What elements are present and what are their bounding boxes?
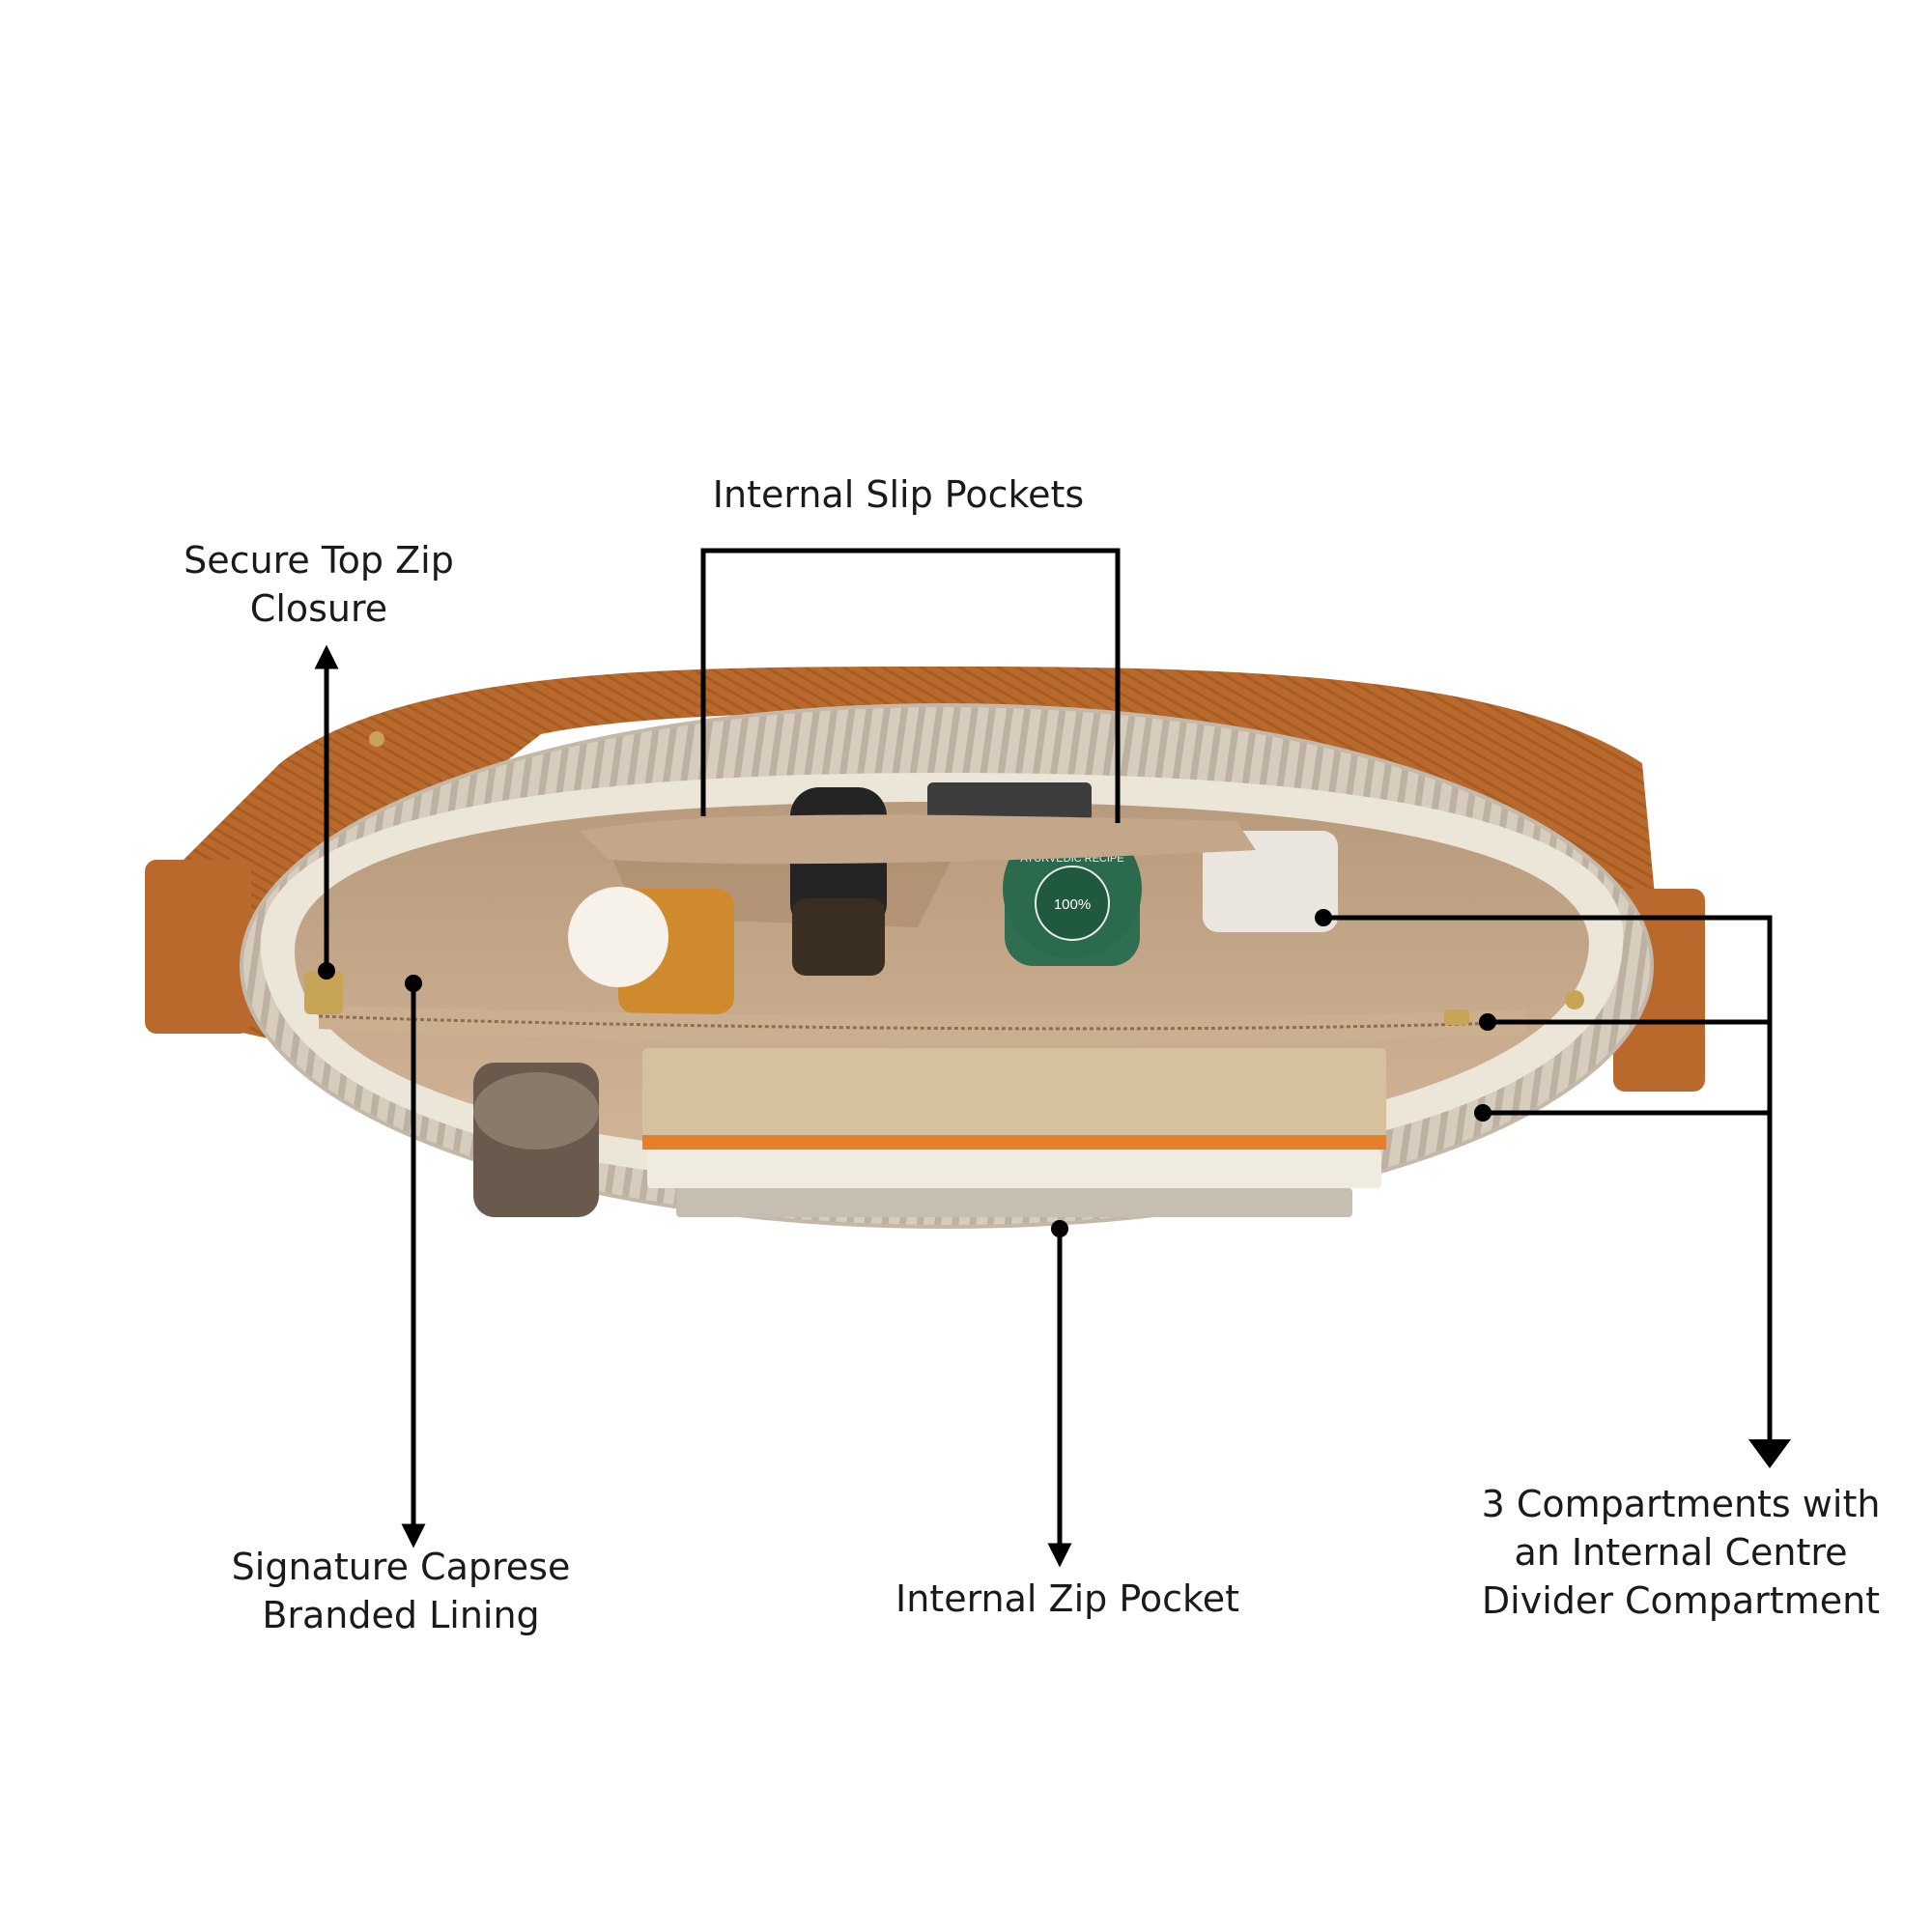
label-branded-lining: Signature Caprese Branded Lining [222, 1543, 580, 1639]
jar-seal: 100% [1054, 896, 1091, 913]
callout-dots [318, 909, 1496, 1237]
label-line: Internal Slip Pockets [712, 473, 1085, 516]
strap-ring-icon [369, 731, 384, 747]
label-compartments: 3 Compartments with an Internal Centre D… [1468, 1480, 1893, 1625]
white-cap [568, 887, 668, 987]
divider-zip [304, 971, 1584, 1045]
zip-pull-left-icon [304, 971, 343, 1014]
zip-pull-right-icon [1444, 1009, 1469, 1025]
label-line: Internal Zip Pocket [895, 1577, 1239, 1620]
dark-item [927, 782, 1092, 821]
label-internal-zip-pocket: Internal Zip Pocket [889, 1575, 1246, 1623]
label-line: Branded Lining [262, 1594, 540, 1636]
compartment-arrowhead-icon [1748, 1439, 1791, 1468]
label-line: Closure [249, 587, 388, 630]
slip-pockets-bracket [700, 548, 1121, 823]
strap-end-left [145, 860, 251, 1034]
label-line: 3 Compartments with [1481, 1483, 1881, 1525]
lower-compartment-items [473, 1048, 1386, 1217]
label-line: Signature Caprese [231, 1546, 571, 1588]
white-box [1203, 831, 1338, 932]
label-secure-top-zip: Secure Top Zip Closure [164, 536, 473, 633]
label-line: Secure Top Zip [184, 539, 454, 582]
book [642, 1048, 1386, 1150]
slip-pocket-panel [580, 814, 1256, 865]
label-internal-slip-pockets: Internal Slip Pockets [676, 470, 1121, 519]
label-line: an Internal Centre [1514, 1531, 1848, 1574]
callout-lines [314, 548, 1773, 1568]
book-lower [647, 1150, 1381, 1188]
label-line: Divider Compartment [1481, 1579, 1881, 1622]
compartment-line-1 [1323, 915, 1773, 1439]
